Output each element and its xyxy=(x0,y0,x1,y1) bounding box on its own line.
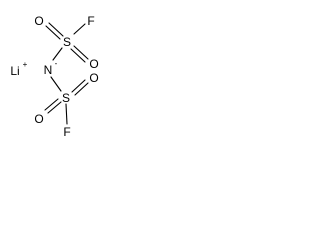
bond-s-o-right-top-1 xyxy=(73,45,89,60)
atom-oxygen-top-right: O xyxy=(89,57,98,71)
bottom-sulfonyl-bonds xyxy=(44,76,89,125)
top-sulfonyl-bonds xyxy=(45,22,89,63)
lithium-charge: + xyxy=(23,60,28,69)
bond-s-o-left-top-1 xyxy=(48,22,64,37)
atom-fluorine-top: F xyxy=(87,14,94,28)
atom-lithium: Li xyxy=(10,64,19,78)
atom-oxygen-top-left: O xyxy=(34,14,43,28)
bond-s-o-left-bottom-2 xyxy=(47,101,62,114)
atom-fluorine-bottom: F xyxy=(63,125,70,139)
bond-s-o-left-top-2 xyxy=(45,25,61,40)
atom-oxygen-bottom-left: O xyxy=(34,112,43,126)
atom-nitrogen: N xyxy=(44,63,53,77)
atom-sulfur-bottom: S xyxy=(62,91,70,105)
bond-s-n-top xyxy=(52,47,63,61)
atom-oxygen-bottom-right: O xyxy=(89,71,98,85)
bond-s-f-bottom xyxy=(65,103,68,125)
bond-s-f-top xyxy=(73,23,86,35)
bond-s-o-right-bottom-1 xyxy=(71,79,86,93)
bond-n-s-bottom xyxy=(50,76,62,92)
chemical-structure: O F S O N - Li + O S O F xyxy=(10,14,98,139)
bond-s-o-right-top-2 xyxy=(70,48,86,63)
bond-s-o-right-bottom-2 xyxy=(74,82,89,96)
atom-sulfur-top: S xyxy=(63,35,71,49)
nitrogen-charge: - xyxy=(55,59,58,68)
bond-s-o-left-bottom-1 xyxy=(44,98,59,111)
